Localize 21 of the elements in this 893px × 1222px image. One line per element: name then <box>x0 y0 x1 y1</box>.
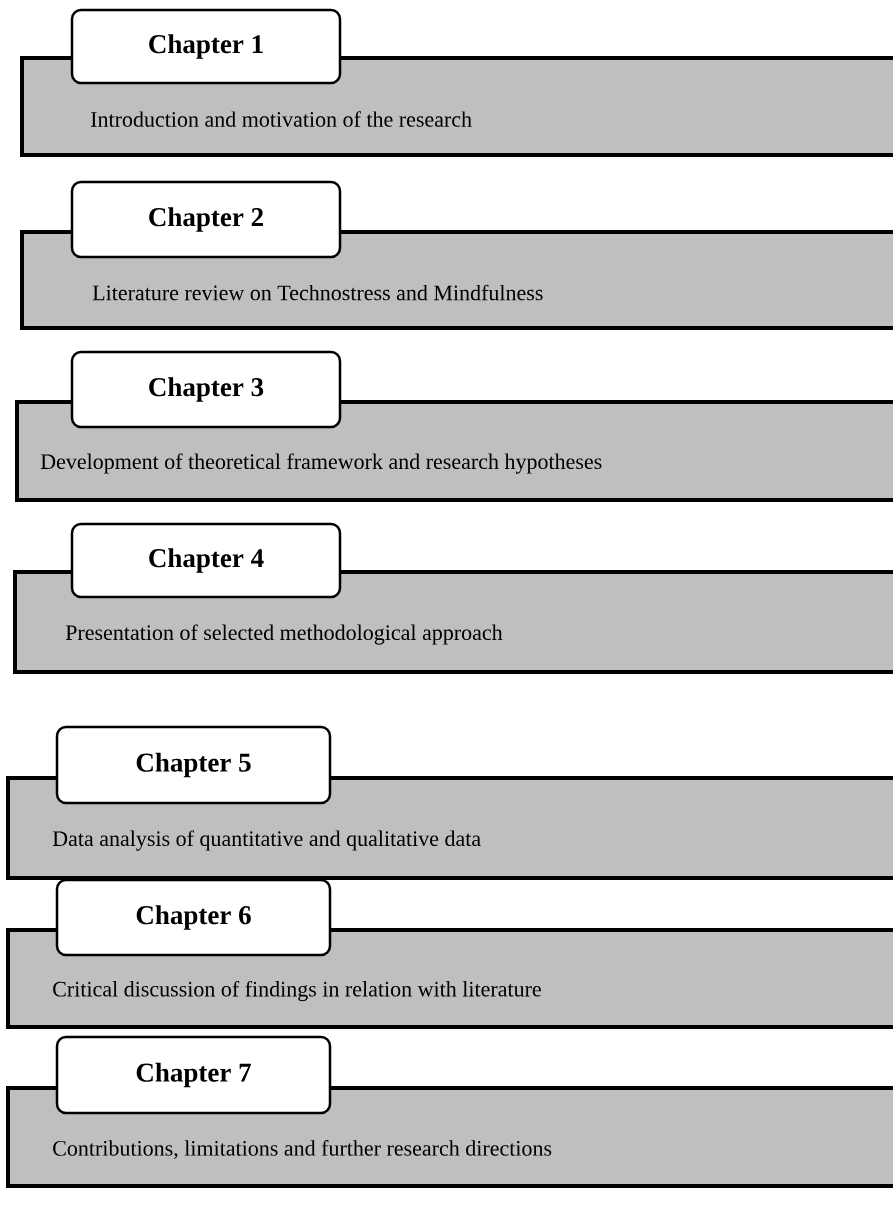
chapter-tab: Chapter 4 <box>70 522 342 599</box>
chapter-tab: Chapter 2 <box>70 180 342 259</box>
chapter-band <box>20 8 893 157</box>
chapter-band <box>6 878 893 1029</box>
chapter-tab: Chapter 1 <box>70 8 342 85</box>
chapter-band <box>20 180 893 330</box>
chapter-band <box>13 522 893 674</box>
description-text: Literature review on Technostress and Mindfulness <box>92 284 543 301</box>
description-text: Development of theoretical framework and research hypotheses <box>40 453 602 474</box>
description-text: Critical discussion of findings in relation with literature <box>53 980 541 1002</box>
chapter-tab: Chapter 6 <box>55 878 332 957</box>
description-text: Contributions, limitations and further research directions <box>53 1140 552 1159</box>
chapter-band <box>15 350 893 502</box>
description-text: Presentation of selected methodological approach <box>65 624 503 645</box>
description-text: Data analysis of quantitative and qualitative data <box>52 830 481 851</box>
chapter-band <box>6 725 893 880</box>
chapter-tab: Chapter 5 <box>55 725 332 805</box>
chapter-band <box>6 1035 893 1188</box>
description-text: Introduction and motivation of the research <box>91 111 472 127</box>
chapter-tab: Chapter 7 <box>55 1035 332 1115</box>
chapter-tab: Chapter 3 <box>70 350 342 429</box>
